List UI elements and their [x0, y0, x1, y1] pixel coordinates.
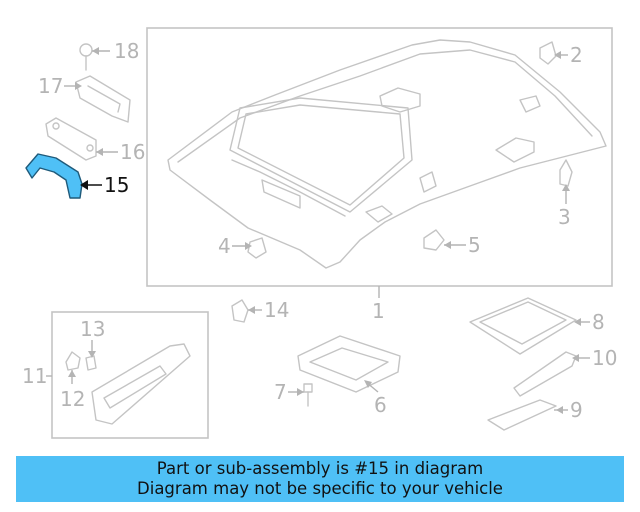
clip-part-12: [65, 351, 81, 371]
grab-handle-part-15: [25, 153, 83, 199]
headliner-panel: [167, 39, 607, 269]
arrowhead-9: [556, 406, 563, 414]
callout-13: 13: [80, 317, 105, 341]
clip-part-14: [231, 299, 249, 323]
sun-visor-group-box: [51, 311, 209, 439]
callout-11: 11: [22, 364, 47, 388]
arrowhead-2: [554, 51, 561, 59]
callout-18: 18: [114, 39, 139, 63]
parts-diagram: 18 17 16 15 2 3 4 5 1 14 13 11 12 7 6 8 …: [22, 27, 617, 439]
callout-12: 12: [60, 387, 85, 411]
banner-line-1: Part or sub-assembly is #15 in diagram: [156, 459, 484, 478]
arrowhead-6: [364, 380, 372, 388]
callout-5: 5: [468, 233, 481, 257]
callout-15: 15: [104, 173, 129, 197]
bolt-part-7: [303, 383, 313, 407]
callout-3: 3: [558, 205, 571, 229]
cover-part-8: [469, 297, 577, 355]
callout-14: 14: [264, 298, 289, 322]
callout-17: 17: [38, 74, 63, 98]
clip-part-13: [85, 355, 97, 371]
arrowhead-17: [75, 82, 82, 90]
arrowhead-3: [562, 184, 570, 191]
bracket-part-17: [75, 75, 131, 123]
clip-part-2: [539, 41, 557, 65]
callout-8: 8: [592, 310, 605, 334]
bracket-part-16: [45, 117, 97, 161]
arrowhead-5: [444, 241, 451, 249]
callout-9: 9: [570, 398, 583, 422]
arrowhead-18: [92, 47, 99, 55]
plate-part-9: [487, 399, 557, 431]
headliner-group-box: [146, 27, 613, 287]
panel-part-10: [513, 351, 577, 397]
banner-line-2: Diagram may not be specific to your vehi…: [137, 479, 503, 498]
callout-6: 6: [374, 393, 387, 417]
sun-visor-part-11: [91, 343, 191, 425]
callout-7: 7: [274, 380, 287, 404]
info-banner: Part or sub-assembly is #15 in diagram D…: [16, 456, 624, 502]
arrowhead-10: [572, 354, 579, 362]
arrowhead-16: [96, 148, 103, 156]
arrowhead-13: [88, 351, 96, 358]
arrowhead-15: [80, 180, 88, 190]
callout-2: 2: [570, 43, 583, 67]
arrowhead-12: [68, 370, 76, 377]
console-part-6: [297, 335, 401, 393]
clip-part-4: [247, 237, 267, 259]
arrowhead-14: [248, 306, 255, 314]
arrowhead-7: [297, 388, 304, 396]
clip-part-5: [423, 229, 445, 251]
arrowhead-4: [245, 242, 252, 250]
clip-part-3: [559, 159, 573, 187]
screw-part-18: [79, 43, 93, 71]
arrowhead-8: [574, 318, 581, 326]
callout-16: 16: [120, 140, 145, 164]
callout-4: 4: [218, 234, 231, 258]
callout-10: 10: [592, 346, 617, 370]
callout-1: 1: [372, 299, 385, 323]
